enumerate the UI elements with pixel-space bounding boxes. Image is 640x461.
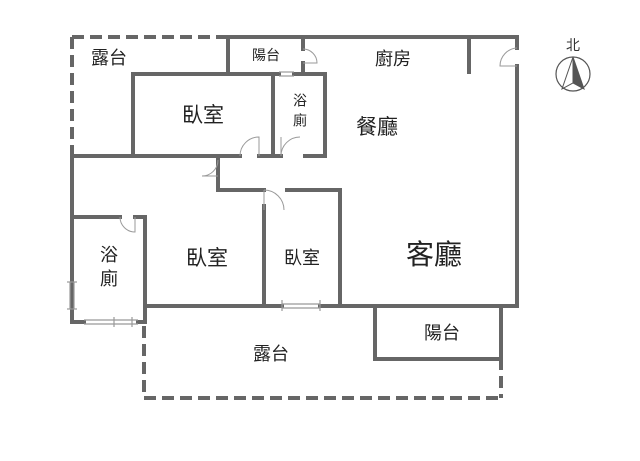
room-label-bedroom-middle: 臥室 xyxy=(186,246,228,270)
north-arrow-icon xyxy=(555,56,591,92)
room-label-kitchen: 廚房 xyxy=(375,49,411,70)
room-label-dining: 餐廳 xyxy=(356,115,398,139)
room-label-balcony-bottom: 陽台 xyxy=(424,323,460,344)
windows xyxy=(67,71,321,327)
compass: 北 xyxy=(553,35,593,97)
walls xyxy=(70,35,519,361)
north-label: 北 xyxy=(566,38,580,54)
room-label-terrace-bottom: 露台 xyxy=(253,344,289,365)
room-label-terrace-top: 露台 xyxy=(91,48,127,69)
room-label-bedroom-small: 臥室 xyxy=(284,248,320,269)
room-label-bath-left: 浴廁 xyxy=(97,245,118,293)
terrace-bottom-outline xyxy=(142,326,503,400)
terrace-top-outline xyxy=(70,35,228,156)
room-label-balcony-top: 陽台 xyxy=(252,48,280,64)
room-label-bedroom-master: 臥室 xyxy=(182,103,224,127)
room-label-living: 客廳 xyxy=(405,238,463,271)
room-label-bath-small: 浴廁 xyxy=(291,93,307,133)
doors xyxy=(119,47,518,233)
